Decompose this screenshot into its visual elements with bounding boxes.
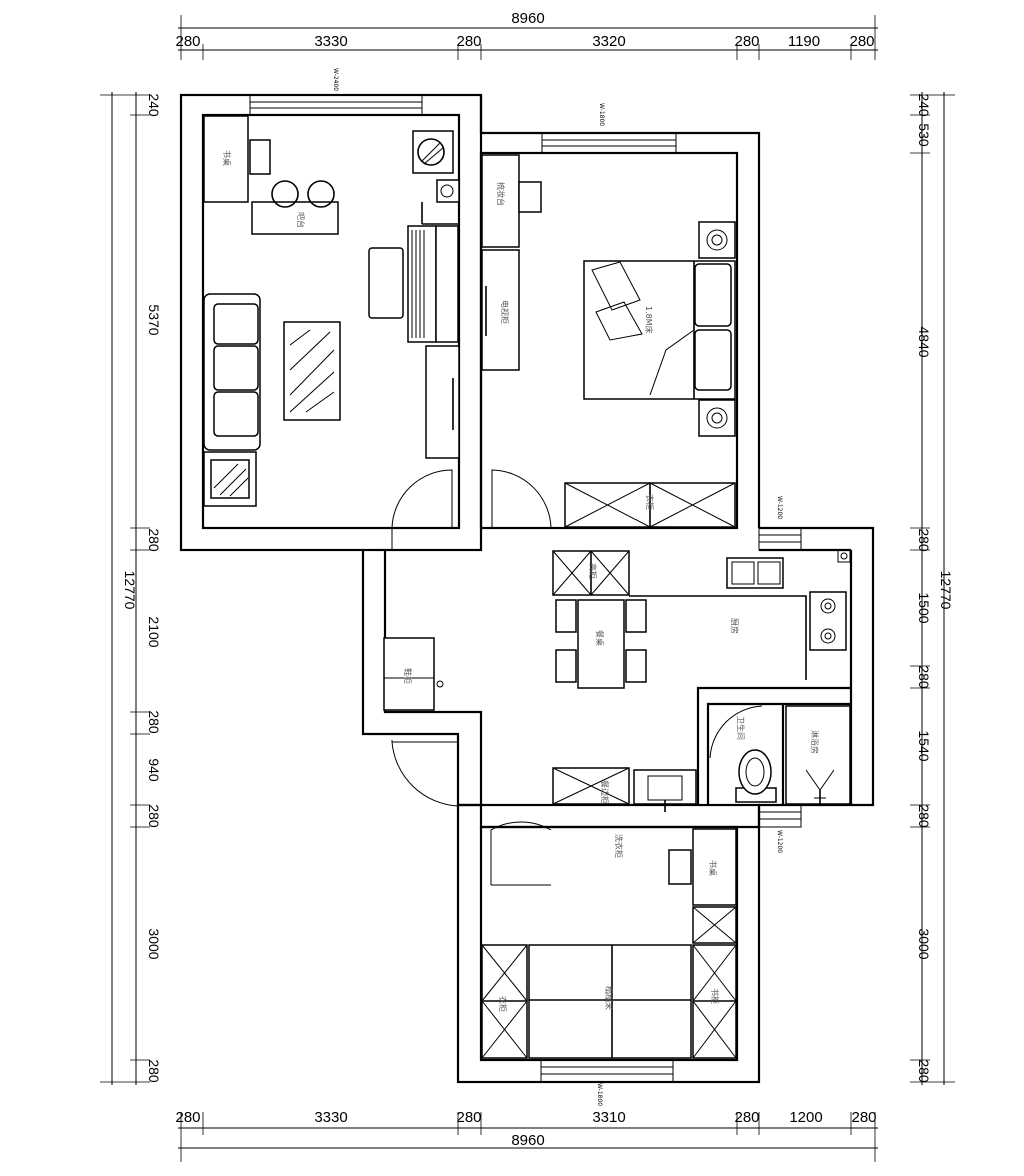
dim-left-seg: 940 [146, 758, 162, 782]
room-label: 餐桌 [595, 630, 605, 646]
dim-right-seg: 3000 [916, 928, 932, 959]
room-label: 鞋柜 [403, 668, 413, 684]
room-label: 书桌 [708, 860, 718, 876]
room-label: 榻榻米 [604, 986, 614, 1010]
room-label: 卫生间 [736, 716, 746, 740]
dim-left-seg: 280 [146, 1059, 162, 1083]
room-label: 厨房 [730, 618, 740, 634]
desk [692, 828, 737, 906]
dresser [481, 154, 520, 248]
dim-top-seg: 1190 [788, 33, 820, 50]
dim-top-seg: 280 [849, 33, 874, 50]
washer-icon [412, 130, 454, 174]
dim-top-seg: 280 [456, 33, 481, 50]
tv-stand [407, 225, 437, 343]
tatami-bed [528, 944, 692, 1059]
doors [391, 469, 763, 886]
room-label: 淋浴房 [810, 730, 820, 754]
room-label: 书柜 [710, 988, 720, 1004]
dim-top-seg: 280 [734, 33, 759, 50]
room-label: 衣柜 [645, 494, 655, 510]
room-label: 吧台 [296, 212, 306, 228]
window-tag: W-2400 [332, 68, 339, 91]
dim-top-total: 8960 [511, 10, 544, 27]
dim-left-seg: 2100 [146, 616, 162, 647]
dim-bottom-seg: 3310 [592, 1109, 625, 1126]
room-label: 餐边柜 [600, 780, 610, 804]
dimension-right: 240 530 4840 280 1500 280 1540 280 3000 … [910, 92, 955, 1085]
dim-bottom-seg: 280 [456, 1109, 481, 1126]
dim-bottom-seg: 280 [175, 1109, 200, 1126]
dim-left-seg: 280 [146, 710, 162, 734]
shoe-cabinet [383, 637, 435, 711]
dim-left-seg: 5370 [146, 304, 162, 335]
dining-table [577, 599, 625, 689]
dim-top-seg: 3330 [314, 33, 347, 50]
dim-left-seg: 3000 [146, 928, 162, 959]
window-tag: W-1200 [776, 830, 783, 853]
coffee-table [283, 321, 341, 421]
master-bedroom: 梳妆台 电视柜 1.8M床 衣柜 [481, 154, 736, 528]
room-label: 梳妆台 [496, 182, 506, 206]
dim-top-seg: 280 [175, 33, 200, 50]
dim-bottom-total: 8960 [511, 1132, 544, 1149]
dimension-left: 240 5370 280 2100 280 940 280 3000 280 1… [100, 92, 162, 1085]
dim-bottom-seg: 280 [734, 1109, 759, 1126]
room-label: 电视柜 [500, 300, 510, 324]
bathroom: 卫生间 淋浴房 餐边柜 [552, 705, 851, 812]
dim-right-seg: 280 [916, 665, 932, 689]
dim-right-seg: 280 [916, 1059, 932, 1083]
dim-right-seg: 4840 [916, 326, 932, 357]
dim-right-seg: 1540 [916, 730, 932, 761]
window-tag: W-1200 [776, 496, 783, 519]
room-label: 高柜 [588, 563, 598, 579]
second-bedroom: 洗衣柜 书桌 榻榻米 衣柜 书柜 [481, 828, 737, 1059]
dim-right-seg: 280 [916, 528, 932, 552]
shower [785, 705, 851, 805]
basin-icon [633, 769, 697, 805]
dim-bottom-seg: 3330 [314, 1109, 347, 1126]
dim-right-seg: 240 [916, 93, 932, 117]
sink-icon [726, 557, 784, 589]
room-label: 1.8M床 [644, 306, 654, 334]
dim-right-seg: 280 [916, 804, 932, 828]
dim-right-seg: 1500 [916, 592, 932, 623]
dim-left-seg: 280 [146, 804, 162, 828]
window-tag: W-1800 [598, 103, 605, 126]
tv-cabinet [481, 249, 520, 371]
dim-left-seg: 280 [146, 528, 162, 552]
dim-left-seg: 240 [146, 93, 162, 117]
study-desk [203, 115, 249, 203]
room-label: 书桌 [222, 150, 232, 166]
dim-bottom-seg: 280 [851, 1109, 876, 1126]
stove-icon [809, 591, 847, 651]
dim-bottom-seg: 1200 [789, 1109, 822, 1126]
windows: W-2400 W-1800 W-1200 W-1200 W-1800 [249, 68, 802, 1106]
dining-kitchen: 高柜 餐桌 厨房 鞋柜 [383, 549, 851, 711]
living-room: 书桌 吧台 [203, 115, 460, 507]
room-label: 衣柜 [498, 996, 508, 1012]
dim-left-total: 12770 [122, 571, 138, 610]
dim-right-total: 12770 [938, 571, 954, 610]
dimension-bottom: 280 3330 280 3310 280 1200 280 8960 [175, 1109, 878, 1162]
window-tag: W-1800 [596, 1083, 603, 1106]
dim-right-seg: 530 [916, 123, 932, 147]
room-label: 洗衣柜 [614, 834, 624, 858]
dimension-top: 8960 280 3330 280 3320 280 1190 280 [175, 10, 878, 60]
dim-top-seg: 3320 [592, 33, 625, 50]
